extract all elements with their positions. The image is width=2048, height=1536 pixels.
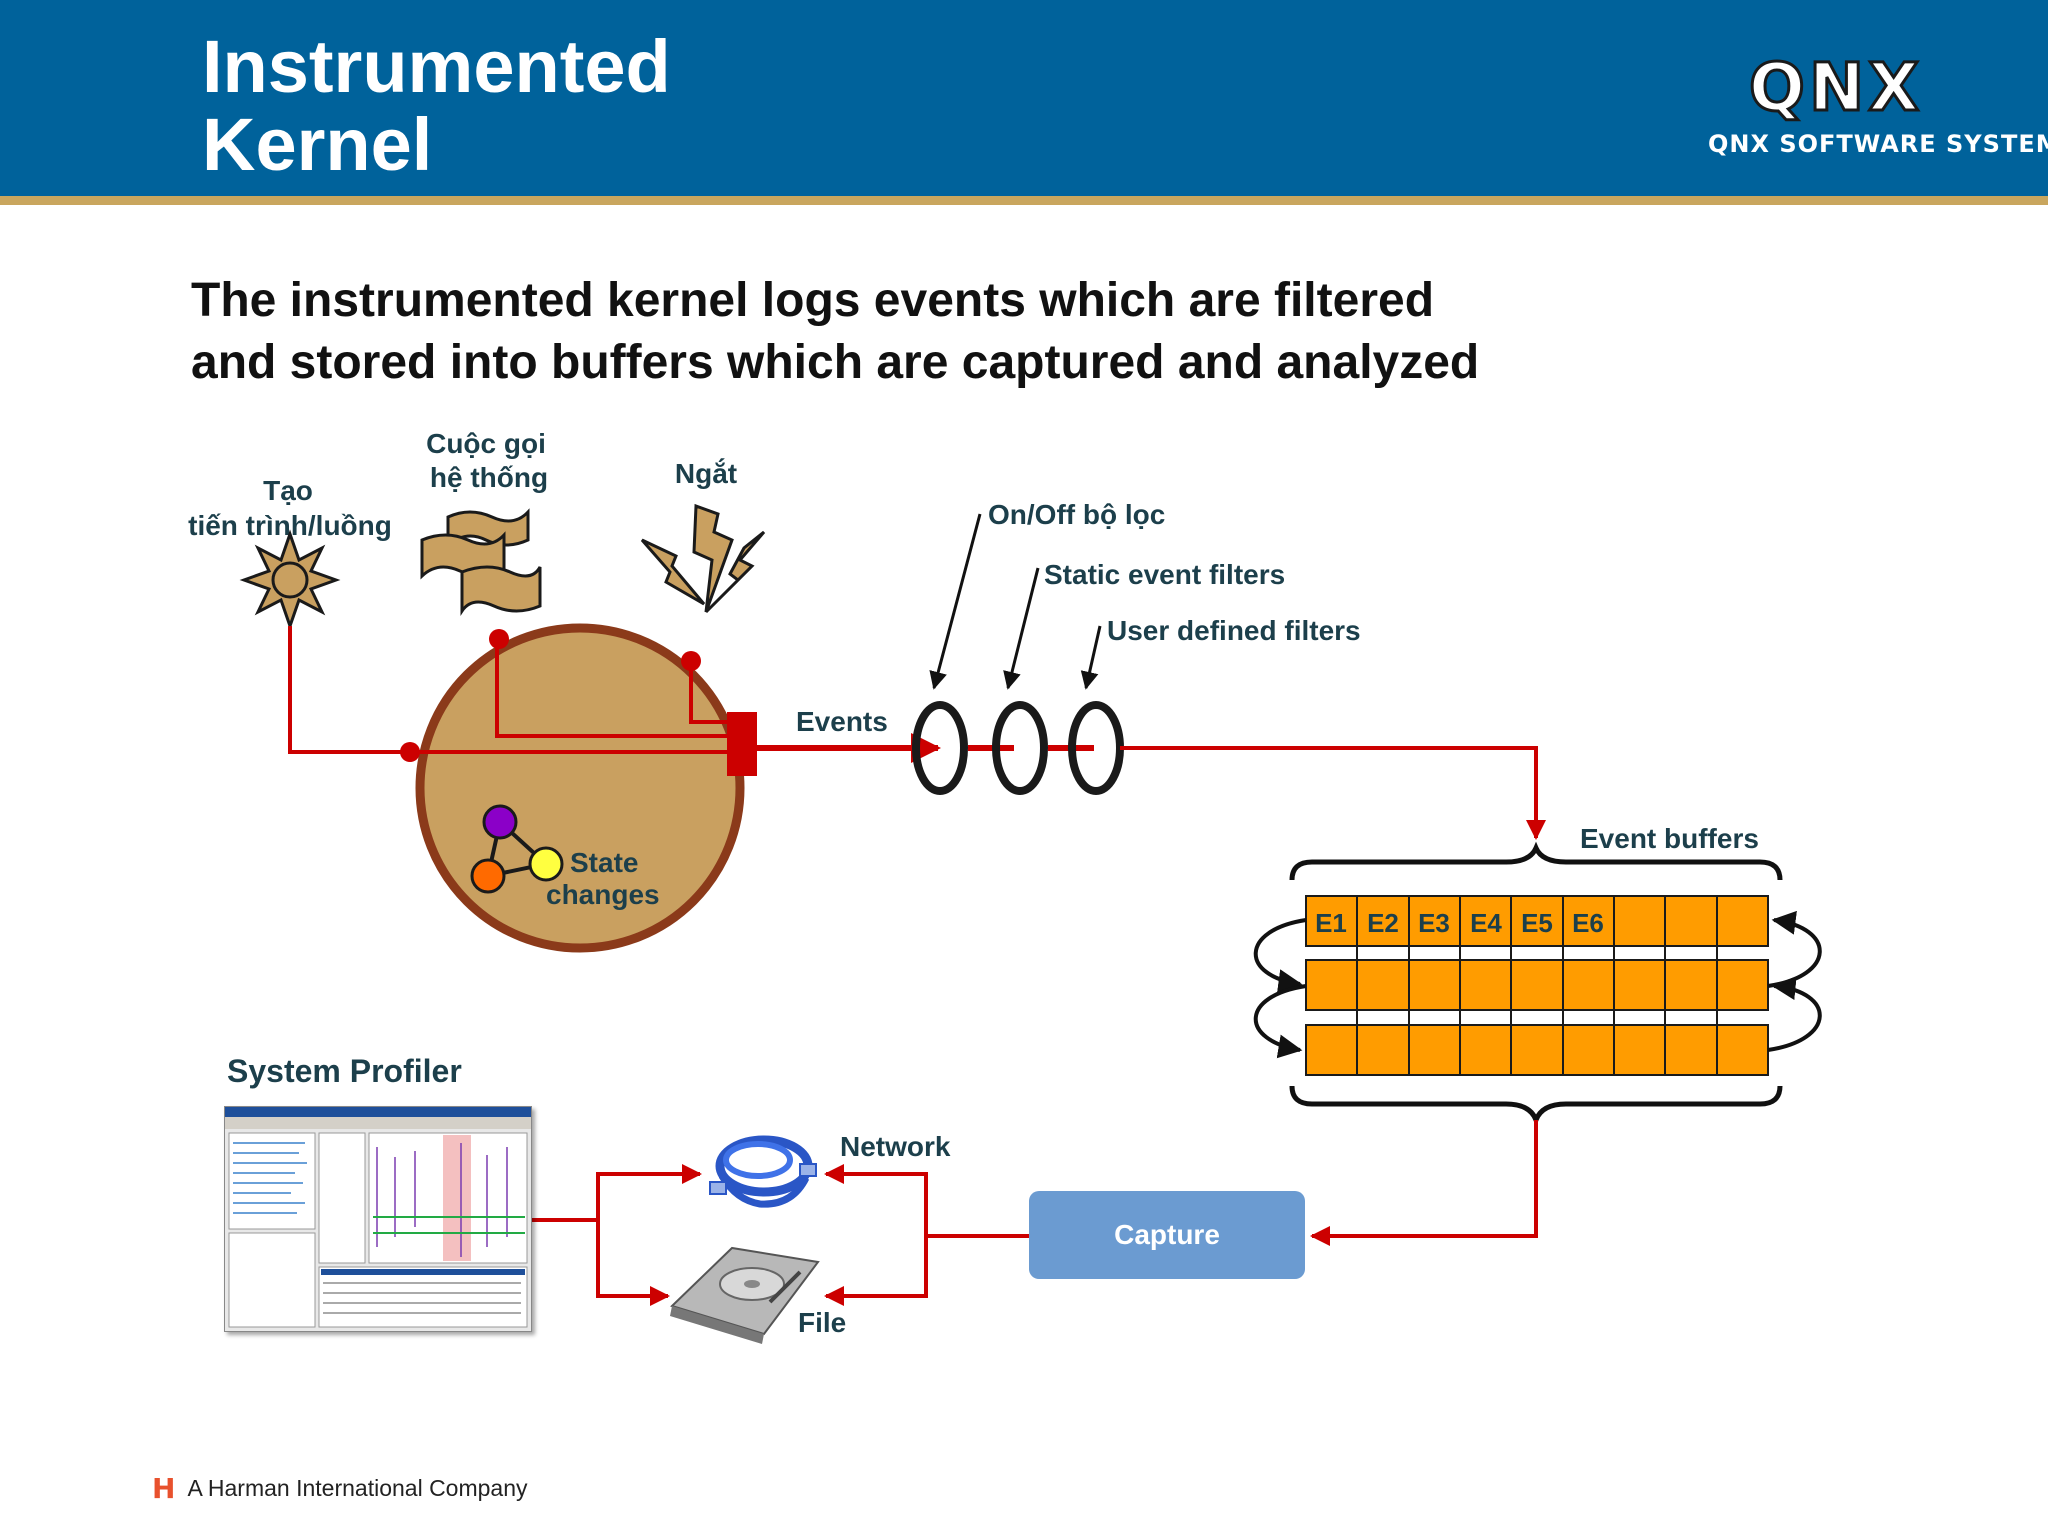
event-buffers-label: Event buffers [1580, 823, 1759, 854]
feed-dot-process [400, 742, 420, 762]
state-label-line2: changes [546, 879, 660, 910]
header-stripe [0, 196, 2048, 205]
header-bar [0, 0, 2048, 196]
profiler-feed-lines [530, 1164, 702, 1306]
scroll-icon [420, 508, 542, 616]
footer-text: A Harman International Company [187, 1475, 528, 1501]
flow-to-buffers [1120, 746, 1546, 840]
buffer-entry: E6 [1572, 908, 1604, 938]
buffer-entries: E1 E2 E3 E4 E5 E6 [1315, 908, 1604, 938]
flow-to-capture [1310, 1120, 1538, 1246]
feed-dot-interrupt [681, 651, 701, 671]
system-profiler-label: System Profiler [227, 1053, 462, 1089]
filter-user-label: User defined filters [1107, 615, 1361, 646]
kernel-output-port [727, 712, 757, 776]
subtitle-line1: The instrumented kernel logs events whic… [191, 274, 1435, 327]
buffer-entry: E5 [1521, 908, 1553, 938]
qnx-logo: QNX [1747, 52, 1923, 124]
buffers-top-brace [1289, 841, 1783, 881]
slide-title-line1: Instrumented [202, 25, 671, 108]
filter-ring-onoff [912, 701, 968, 795]
buffer-entry: E2 [1367, 908, 1399, 938]
capture-box: Capture [1029, 1191, 1305, 1279]
buffer-rows [1305, 895, 1769, 1076]
buffer-entry: E3 [1418, 908, 1450, 938]
network-label: Network [840, 1131, 951, 1162]
slide-subtitle: The instrumented kernel logs events whic… [191, 270, 1479, 394]
syscall-label-line1: Cuộc gọi [426, 428, 546, 459]
interrupt-label: Ngắt [675, 458, 737, 489]
hard-drive-icon [670, 1246, 820, 1344]
buffer-entry: E1 [1315, 908, 1347, 938]
process-label-line1: Tạo [263, 475, 313, 506]
feed-dot-syscall [489, 629, 509, 649]
filter-ring-static [992, 701, 1048, 795]
capture-output-lines [824, 1164, 1029, 1306]
footer: H A Harman International Company [152, 1472, 528, 1505]
buffer-cycle-arrows [1253, 910, 1822, 1059]
filter-onoff-label: On/Off bộ lọc [988, 499, 1165, 530]
buffer-entry: E4 [1470, 908, 1502, 938]
event-feed-lines [288, 626, 742, 754]
lightning-icon [640, 503, 766, 614]
buffer-cell-dividers [1356, 896, 1718, 1075]
state-label-line1: State [570, 847, 638, 878]
state-changes-graph [470, 804, 564, 894]
system-profiler-screenshot [224, 1106, 532, 1332]
slide-title: Instrumented Kernel [202, 28, 671, 184]
pointer-onoff [929, 513, 982, 690]
file-label: File [798, 1307, 846, 1338]
pointer-static [1003, 567, 1040, 690]
qnx-logo-text: QNX [1749, 52, 1923, 124]
harman-logo-icon: H [152, 1472, 176, 1505]
slide-title-line2: Kernel [202, 103, 433, 186]
network-cable-icon [709, 1135, 817, 1208]
filter-static-label: Static event filters [1044, 559, 1285, 590]
subtitle-line2: and stored into buffers which are captur… [191, 336, 1480, 389]
pointer-user [1080, 625, 1102, 690]
capture-label: Capture [1114, 1219, 1220, 1250]
profiler-thumbnail-art [225, 1107, 531, 1328]
sun-icon [239, 529, 341, 631]
syscall-label-line2: hệ thống [430, 462, 548, 493]
events-label: Events [796, 706, 888, 737]
buffers-bottom-brace [1289, 1085, 1783, 1128]
